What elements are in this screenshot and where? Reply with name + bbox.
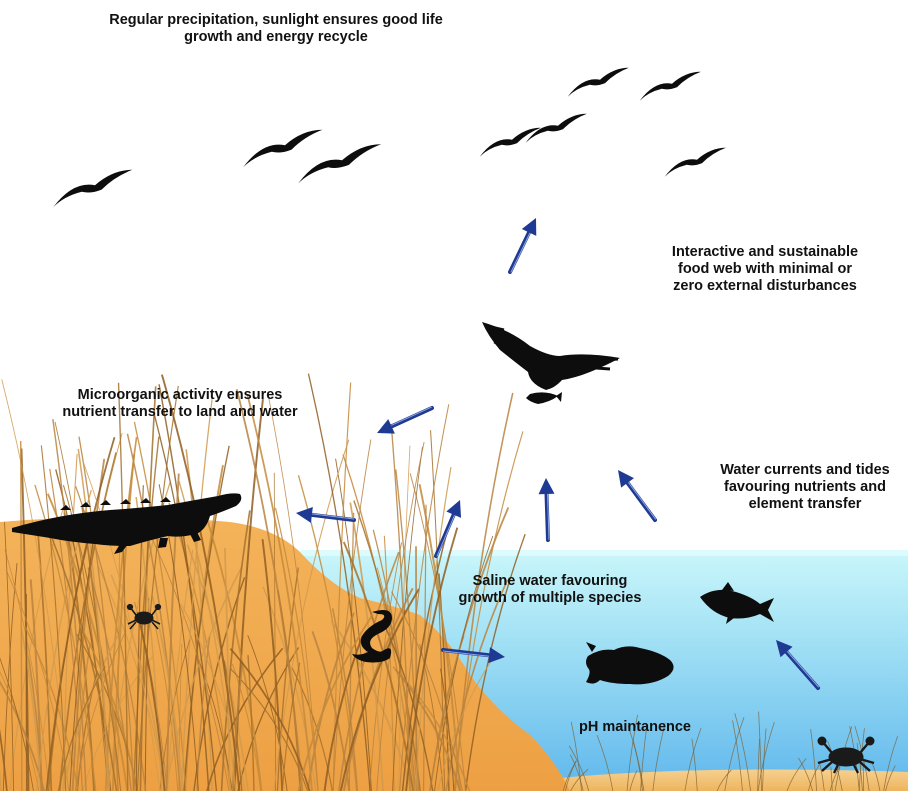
currents-label-line2: favouring nutrients and [710, 479, 900, 496]
ph-label-text: pH maintanence [560, 719, 710, 736]
bird-silhouette [568, 68, 629, 97]
flow-arrow [377, 407, 432, 434]
flow-arrow [618, 470, 656, 520]
bird-flock [53, 68, 726, 207]
currents-label: Water currents and tides favouring nutri… [710, 462, 900, 513]
bird-silhouette [526, 114, 587, 143]
ph-label: pH maintanence [560, 719, 710, 736]
precipitation-label-line2: growth and energy recycle [96, 29, 456, 46]
microorganic-label: Microorganic activity ensures nutrient t… [40, 387, 320, 421]
eagle-silhouette [482, 322, 620, 404]
bird-silhouette [298, 144, 381, 183]
currents-label-line1: Water currents and tides [710, 462, 900, 479]
saline-water-label-line1: Saline water favouring [440, 573, 660, 590]
saline-water-label-line2: growth of multiple species [440, 590, 660, 607]
microorganic-label-line2: nutrient transfer to land and water [40, 404, 320, 421]
precipitation-label: Regular precipitation, sunlight ensures … [96, 12, 456, 46]
microorganic-label-line1: Microorganic activity ensures [40, 387, 320, 404]
water-surface [300, 550, 908, 556]
flow-arrow [539, 478, 555, 540]
flow-arrow [510, 218, 536, 272]
food-web-label: Interactive and sustainable food web wit… [650, 244, 880, 295]
currents-label-line3: element transfer [710, 496, 900, 513]
bird-silhouette [53, 170, 132, 207]
precipitation-label-line1: Regular precipitation, sunlight ensures … [96, 12, 456, 29]
food-web-label-line3: zero external disturbances [650, 278, 880, 295]
bird-silhouette [640, 72, 701, 101]
bird-silhouette [480, 128, 541, 157]
bird-silhouette [243, 130, 322, 167]
saline-water-label: Saline water favouring growth of multipl… [440, 573, 660, 607]
bird-silhouette [665, 148, 726, 177]
food-web-label-line2: food web with minimal or [650, 261, 880, 278]
food-web-label-line1: Interactive and sustainable [650, 244, 880, 261]
